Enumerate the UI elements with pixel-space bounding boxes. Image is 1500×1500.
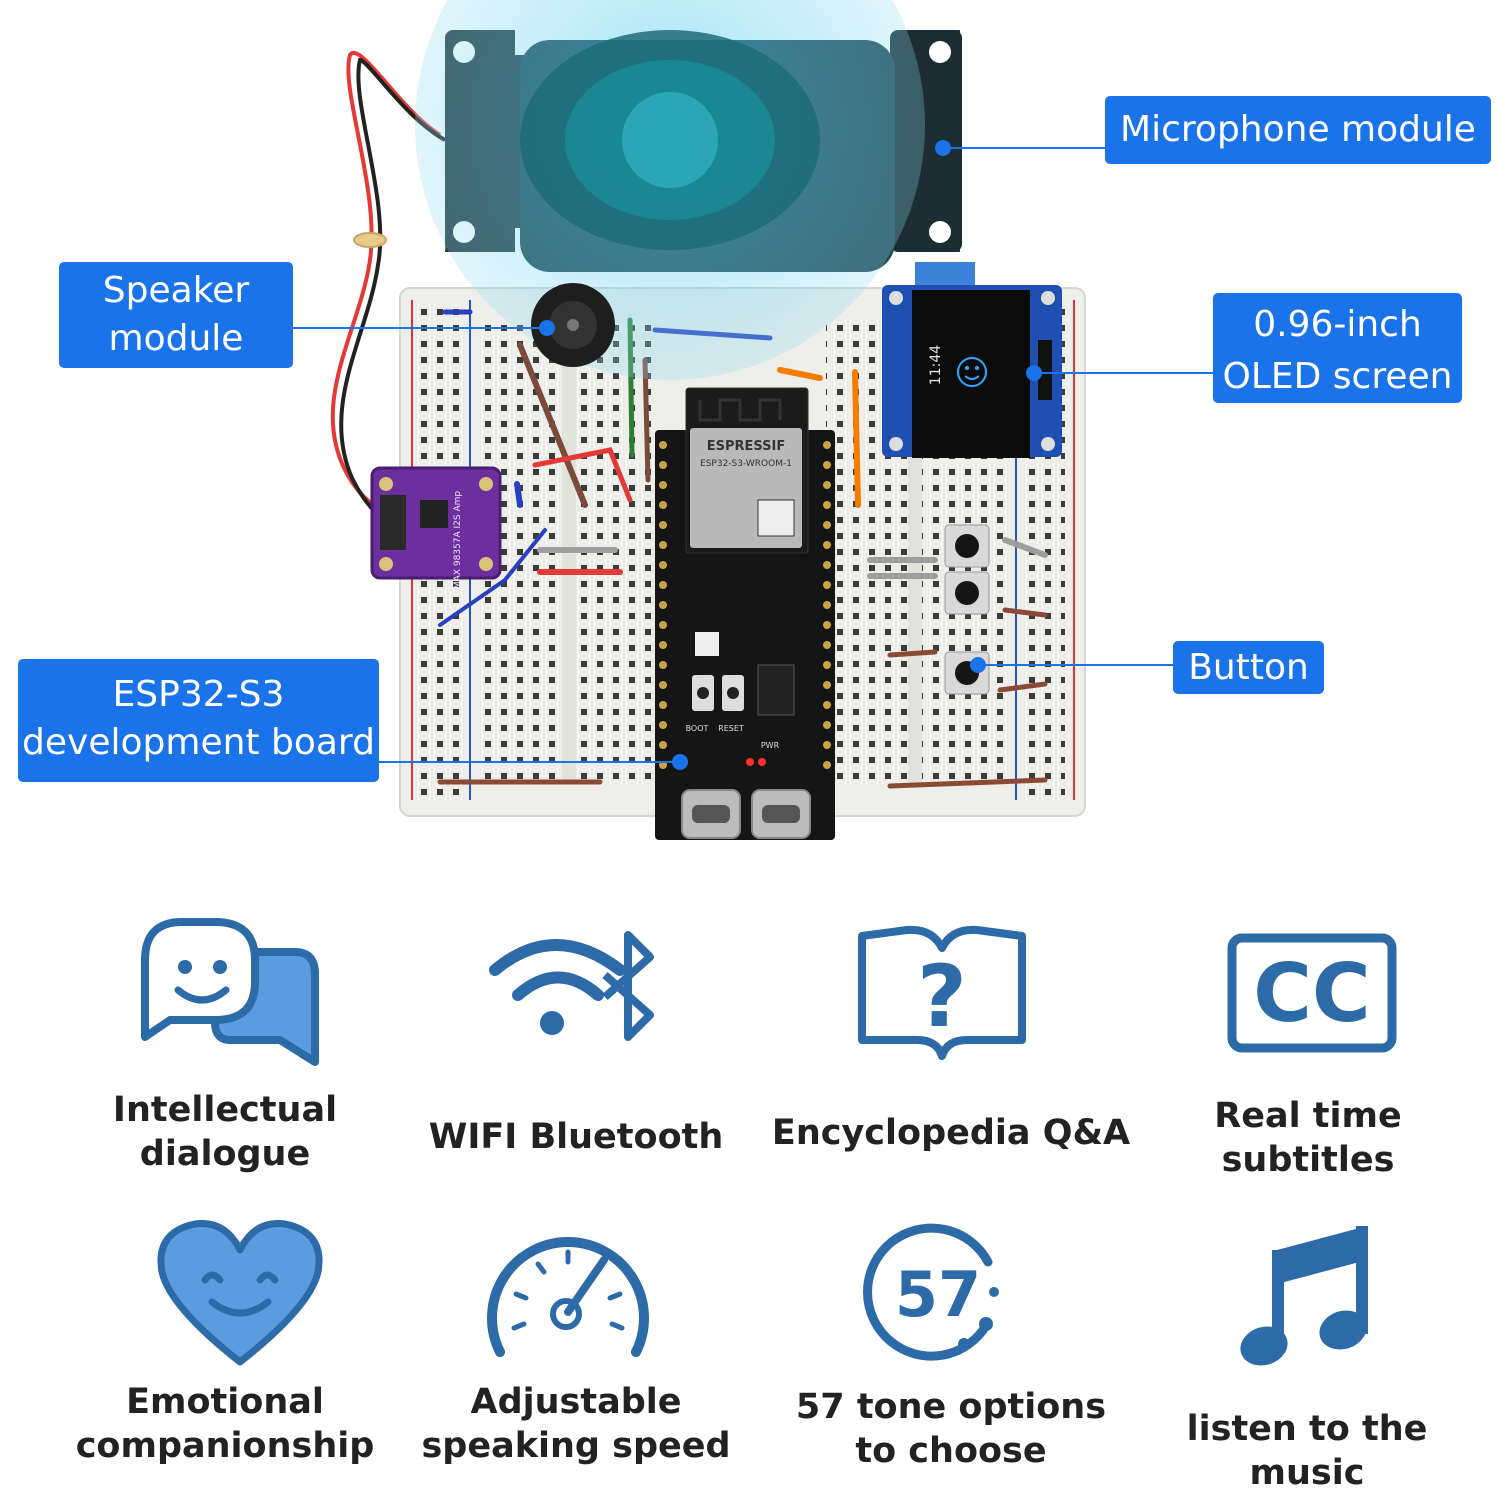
feature-line: to choose xyxy=(855,1431,1047,1471)
speaker-leads xyxy=(330,50,446,532)
dialogue-icon xyxy=(141,918,319,1066)
feature-label-real-time-subtitles: Real time subtitles xyxy=(1160,1094,1456,1182)
hardware-illustration: MAX 98357A I2S Amp ES xyxy=(292,0,1215,840)
chip-brand: ESPRESSIF xyxy=(707,439,786,454)
callout-esp32-board: ESP32-S3 development board xyxy=(18,659,379,782)
tone-57-text: 57 xyxy=(895,1258,981,1331)
feature-line: Adjustable xyxy=(470,1382,682,1422)
feature-line: listen to the music xyxy=(1186,1409,1428,1493)
feature-line: 57 tone options xyxy=(795,1387,1107,1427)
callout-speaker-line-1: Speaker xyxy=(102,270,250,311)
subtitles-cc-text: CC xyxy=(1253,947,1370,1040)
feature-label-emotional-companionship: Emotional companionship xyxy=(62,1380,388,1468)
callout-oled-line-2: OLED screen xyxy=(1222,356,1453,397)
callout-speaker-module: Speaker module xyxy=(59,262,293,368)
esp32-board-graphic: ESPRESSIF ESP32-S3-WROOM-1 BOOT RESET PW… xyxy=(655,387,835,840)
amplifier-module: MAX 98357A I2S Amp xyxy=(370,466,502,589)
feature-label-57-tones: 57 tone options to choose xyxy=(786,1385,1116,1473)
callout-speaker-line-2: module xyxy=(108,318,244,359)
feature-line: Emotional xyxy=(126,1382,324,1422)
amp-label: MAX 98357A I2S Amp xyxy=(453,491,463,589)
jumper-wires xyxy=(437,309,1048,789)
callout-esp32-line-2: development board xyxy=(22,722,375,763)
feature-label-wifi-bluetooth: WIFI Bluetooth xyxy=(400,1115,752,1159)
boot-label: BOOT xyxy=(686,724,709,733)
oled-time: 11:44 xyxy=(928,345,944,385)
leader-lines xyxy=(292,140,1215,770)
feature-label-adjustable-speed: Adjustable speaking speed xyxy=(410,1380,742,1468)
callout-microphone-module: Microphone module xyxy=(1105,96,1491,164)
callout-button: Button xyxy=(1173,641,1324,694)
callout-button-text: Button xyxy=(1188,647,1309,688)
callout-oled-screen: 0.96-inch OLED screen xyxy=(1213,293,1462,403)
feature-line: subtitles xyxy=(1221,1140,1395,1180)
oled-module-graphic: 11:44 xyxy=(882,262,1062,458)
callout-oled-line-1: 0.96-inch xyxy=(1253,304,1422,345)
feature-line: dialogue xyxy=(139,1134,311,1174)
callout-microphone-text: Microphone module xyxy=(1120,109,1476,150)
encyclopedia-icon: ? xyxy=(858,925,1026,1060)
feature-label-intellectual-dialogue: Intellectual dialogue xyxy=(75,1088,375,1176)
wifi-bluetooth-icon xyxy=(489,931,654,1041)
reset-label: RESET xyxy=(718,724,744,733)
feature-line: speaking speed xyxy=(421,1426,731,1466)
small-microphone xyxy=(531,283,615,367)
encyclopedia-question-mark: ? xyxy=(917,947,967,1047)
tone-57-icon: 57 xyxy=(863,1223,999,1361)
feature-line: companionship xyxy=(75,1426,375,1466)
feature-line: Real time xyxy=(1214,1096,1402,1136)
callout-esp32-line-1: ESP32-S3 xyxy=(112,674,285,715)
chip-model: ESP32-S3-WROOM-1 xyxy=(700,459,792,469)
microphone-disc xyxy=(520,30,820,250)
feature-label-listen-music: listen to the music xyxy=(1124,1407,1490,1495)
heart-icon xyxy=(157,1220,323,1366)
feature-line: Encyclopedia Q&A xyxy=(771,1113,1131,1153)
feature-line: Intellectual xyxy=(112,1090,338,1130)
music-note-icon xyxy=(1240,1226,1368,1366)
subtitles-icon: CC xyxy=(1227,933,1397,1053)
feature-label-encyclopedia: Encyclopedia Q&A xyxy=(770,1111,1132,1155)
pwr-label: PWR xyxy=(761,741,780,750)
speedometer-icon xyxy=(487,1237,649,1357)
feature-line: WIFI Bluetooth xyxy=(428,1117,724,1157)
